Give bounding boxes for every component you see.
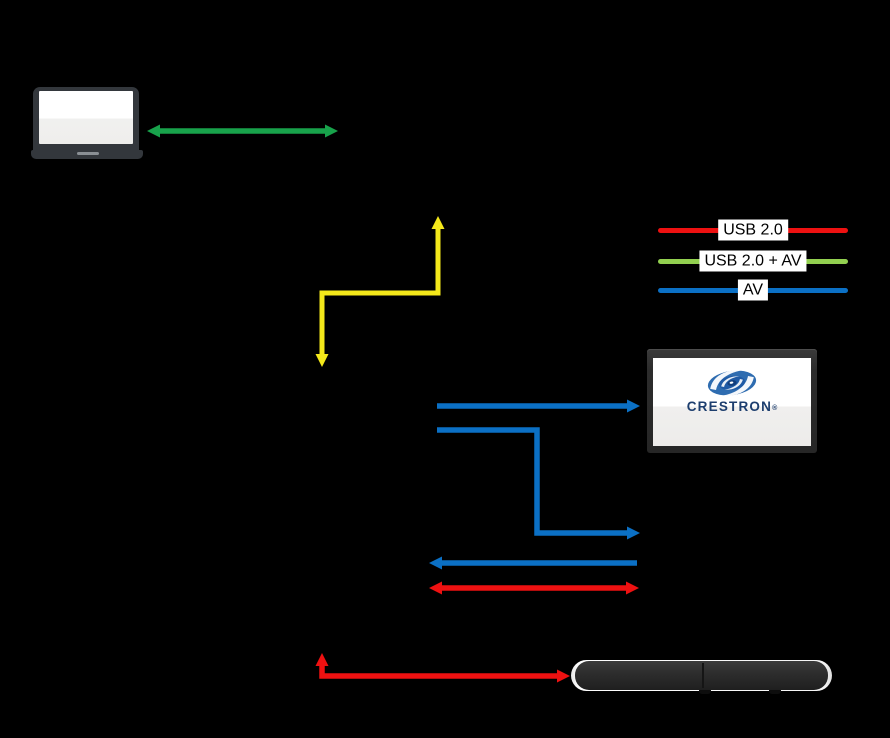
crestron-brand-text: CRESTRON xyxy=(686,399,773,414)
legend-label-usb20: USB 2.0 xyxy=(718,219,788,241)
soundbar-foot xyxy=(699,690,711,694)
legend-item-av: AV xyxy=(658,279,848,301)
soundbar-body xyxy=(575,661,828,690)
blue-arrow-to-display xyxy=(437,399,640,413)
laptop-icon xyxy=(31,87,143,159)
crestron-logo-swirl-icon xyxy=(707,369,757,397)
laptop-lid xyxy=(33,87,139,150)
crestron-wordmark: CRESTRON® xyxy=(653,400,811,416)
laptop-trackpad-notch xyxy=(77,152,99,155)
legend-label-av: AV xyxy=(737,279,769,301)
red-elbow-arrow-to-soundbar xyxy=(315,653,570,683)
soundbar-center-seam xyxy=(701,663,704,688)
green-bidirectional-arrow xyxy=(147,124,338,138)
blue-arrow-pointing-left xyxy=(429,556,637,570)
crestron-display: CRESTRON® xyxy=(647,349,817,453)
soundbar xyxy=(571,660,832,694)
legend-item-usb20-av: USB 2.0 + AV xyxy=(658,250,848,272)
crestron-display-screen: CRESTRON® xyxy=(653,358,811,446)
blue-elbow-arrow-down-right xyxy=(437,427,640,540)
laptop-base xyxy=(31,150,143,159)
registered-trademark-mark: ® xyxy=(772,405,778,412)
soundbar-foot xyxy=(769,690,781,694)
red-bidirectional-arrow xyxy=(429,581,639,595)
legend: USB 2.0 USB 2.0 + AV AV xyxy=(658,214,848,304)
legend-label-usb20-av: USB 2.0 + AV xyxy=(699,250,807,272)
legend-item-usb20: USB 2.0 xyxy=(658,219,848,241)
laptop-screen xyxy=(39,91,133,144)
yellow-elbow-bidirectional-arrow xyxy=(315,216,445,367)
